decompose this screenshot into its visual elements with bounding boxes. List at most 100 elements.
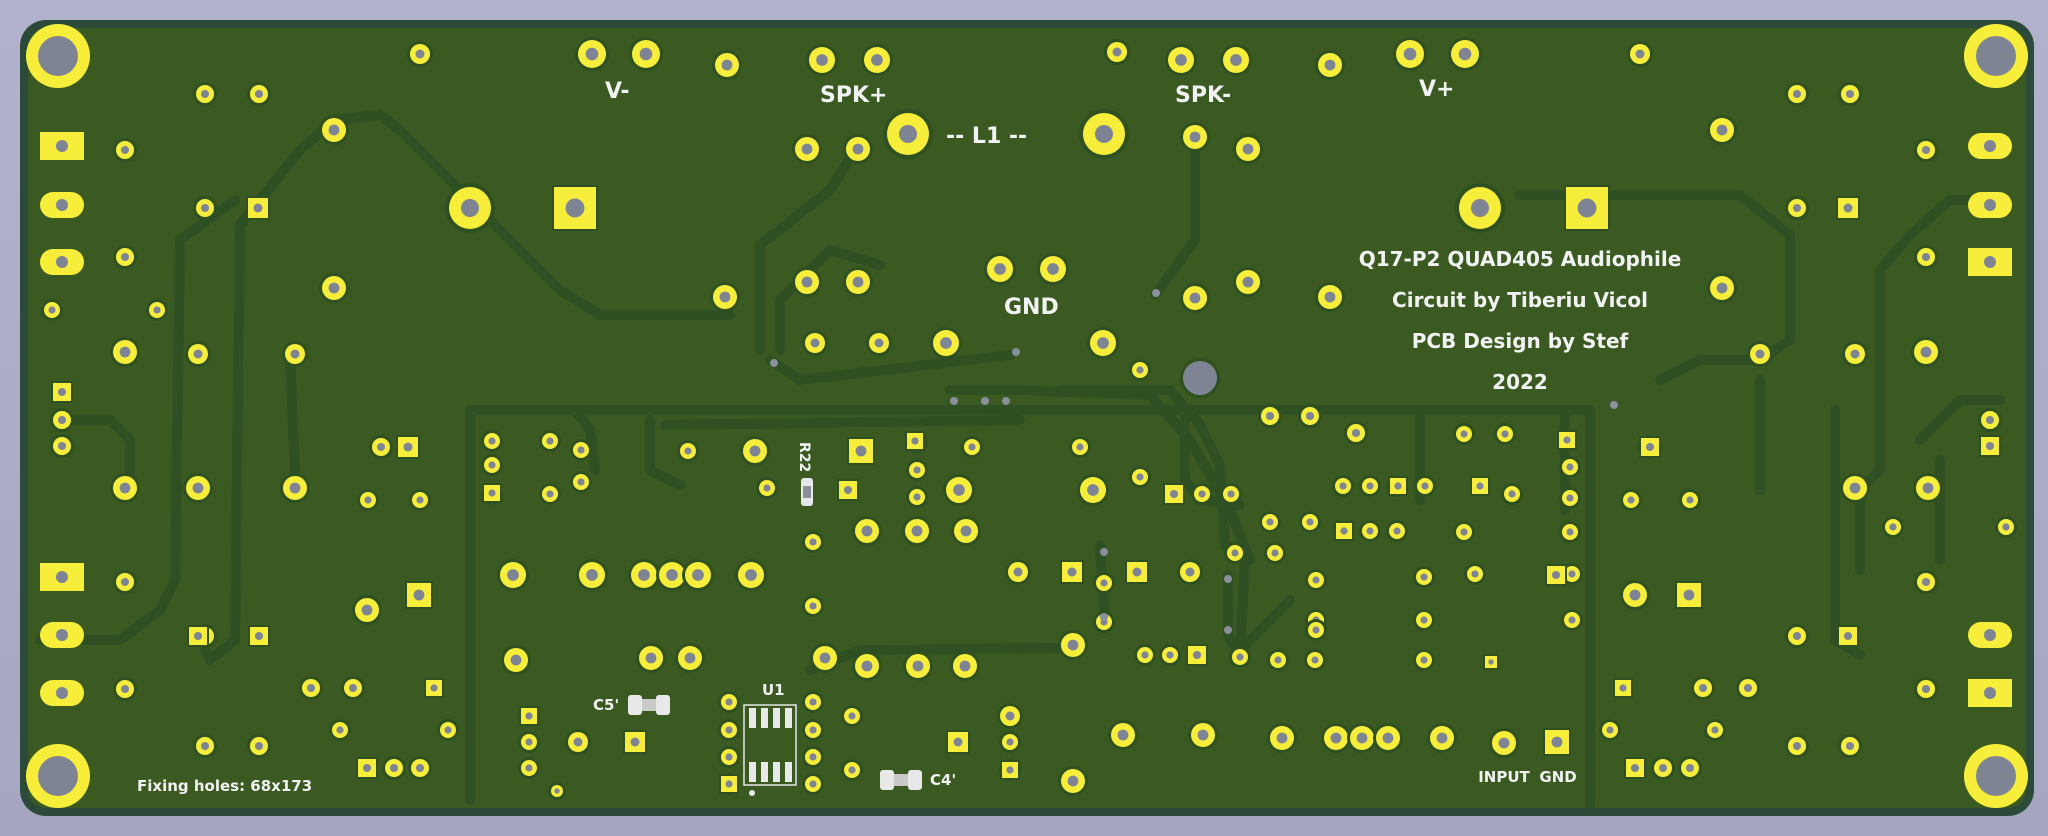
oval-pad-drill <box>56 256 68 268</box>
pad-drill <box>1175 54 1187 66</box>
c4-body <box>894 774 908 786</box>
pad-drill <box>1921 577 1931 587</box>
pad-drill <box>1458 47 1472 61</box>
label-spk-plus: SPK+ <box>820 83 887 108</box>
pad-drill <box>1197 729 1209 741</box>
pad-drill <box>913 466 921 474</box>
pad-drill <box>120 577 130 587</box>
pad-drill <box>1711 726 1719 734</box>
trace <box>1915 395 2005 445</box>
square-pad-drill <box>1488 659 1494 665</box>
square-pad-drill <box>1985 441 1995 451</box>
pad-drill <box>416 496 424 504</box>
pad-drill <box>1306 518 1314 526</box>
trace <box>465 405 1595 810</box>
r22-center <box>803 486 811 498</box>
pad-drill <box>809 753 817 761</box>
pad-drill <box>1006 738 1014 746</box>
square-pad-drill <box>1192 650 1202 660</box>
pad-drill <box>488 461 496 469</box>
pad-drill <box>546 490 554 498</box>
pad-drill <box>1324 291 1336 303</box>
pad-drill <box>1141 651 1149 659</box>
pad-drill <box>289 482 301 494</box>
square-pad-drill <box>1476 482 1484 490</box>
square-pad-drill <box>1619 684 1627 692</box>
pad-drill <box>348 683 358 693</box>
via <box>1002 397 1010 405</box>
pad-drill <box>1792 203 1802 213</box>
pad-drill <box>200 741 210 751</box>
label-input: INPUT <box>1478 768 1530 786</box>
pad-drill <box>852 276 864 288</box>
pad-drill <box>361 604 373 616</box>
c4-pad-a <box>880 770 894 790</box>
pad-drill <box>153 306 161 314</box>
pad-drill <box>1271 549 1279 557</box>
square-pad-drill <box>1067 567 1077 577</box>
pad-drill <box>801 276 813 288</box>
pad-drill <box>389 763 399 773</box>
square-pad-drill <box>1645 442 1655 452</box>
trace <box>490 405 600 475</box>
square-pad-drill <box>254 631 264 641</box>
square-pad-drill <box>1551 570 1561 580</box>
square-pad-drill <box>843 485 853 495</box>
pad-drill <box>1627 496 1635 504</box>
pad-drill <box>684 447 692 455</box>
pad-drill <box>586 569 598 581</box>
c4-pad-b <box>908 770 922 790</box>
square-pad-drill <box>253 203 263 213</box>
pad-drill <box>1845 89 1855 99</box>
pad-drill <box>120 684 130 694</box>
trace <box>1055 385 1250 655</box>
pad-drill <box>1436 732 1448 744</box>
pad-drill <box>721 59 733 71</box>
pad-drill <box>1498 737 1510 749</box>
pad-drill <box>1420 656 1428 664</box>
square-pad-drill <box>362 763 372 773</box>
pad-drill <box>1460 528 1468 536</box>
pad-drill <box>861 525 873 537</box>
pads-layer <box>26 24 2028 808</box>
pad-drill <box>192 482 204 494</box>
square-pad-drill <box>1577 198 1597 218</box>
trace <box>200 110 735 665</box>
pad-drill <box>577 446 585 454</box>
trace <box>1830 405 1865 660</box>
smd-parts <box>628 478 922 796</box>
u1-pin-bottom <box>761 762 768 782</box>
pad-drill <box>725 753 733 761</box>
square-pad-drill <box>1563 436 1571 444</box>
pad-drill <box>1117 729 1129 741</box>
pad-drill <box>328 282 340 294</box>
oval-pad-drill <box>56 687 68 699</box>
u1-pin-top <box>761 708 768 728</box>
via <box>1100 548 1108 556</box>
pad-drill <box>871 54 883 66</box>
npth-hole <box>1183 361 1217 395</box>
pad-drill <box>193 349 203 359</box>
pad-drill <box>1403 47 1417 61</box>
pad-drill <box>1312 626 1320 634</box>
pad-drill <box>1792 631 1802 641</box>
pad-drill <box>546 437 554 445</box>
pad-drill <box>254 89 264 99</box>
trace <box>1515 190 1795 385</box>
board-title: Q17-P2 QUAD405 Audiophile <box>1359 247 1682 271</box>
power-pad-drill <box>1471 199 1489 217</box>
pad-drill <box>1566 528 1574 536</box>
pad-drill <box>1100 579 1108 587</box>
square-pad-drill <box>403 442 413 452</box>
pad-drill <box>1606 726 1614 734</box>
square-pad-drill <box>193 631 203 641</box>
pad-drill <box>725 698 733 706</box>
square-pad-drill <box>1394 482 1402 490</box>
pad-drill <box>809 726 817 734</box>
pad-drill <box>1136 366 1144 374</box>
pad-drill <box>1356 732 1368 744</box>
circuit-credit: Circuit by Tiberiu Vicol <box>1392 288 1648 312</box>
pad-drill <box>376 442 386 452</box>
pad-drill <box>1420 573 1428 581</box>
